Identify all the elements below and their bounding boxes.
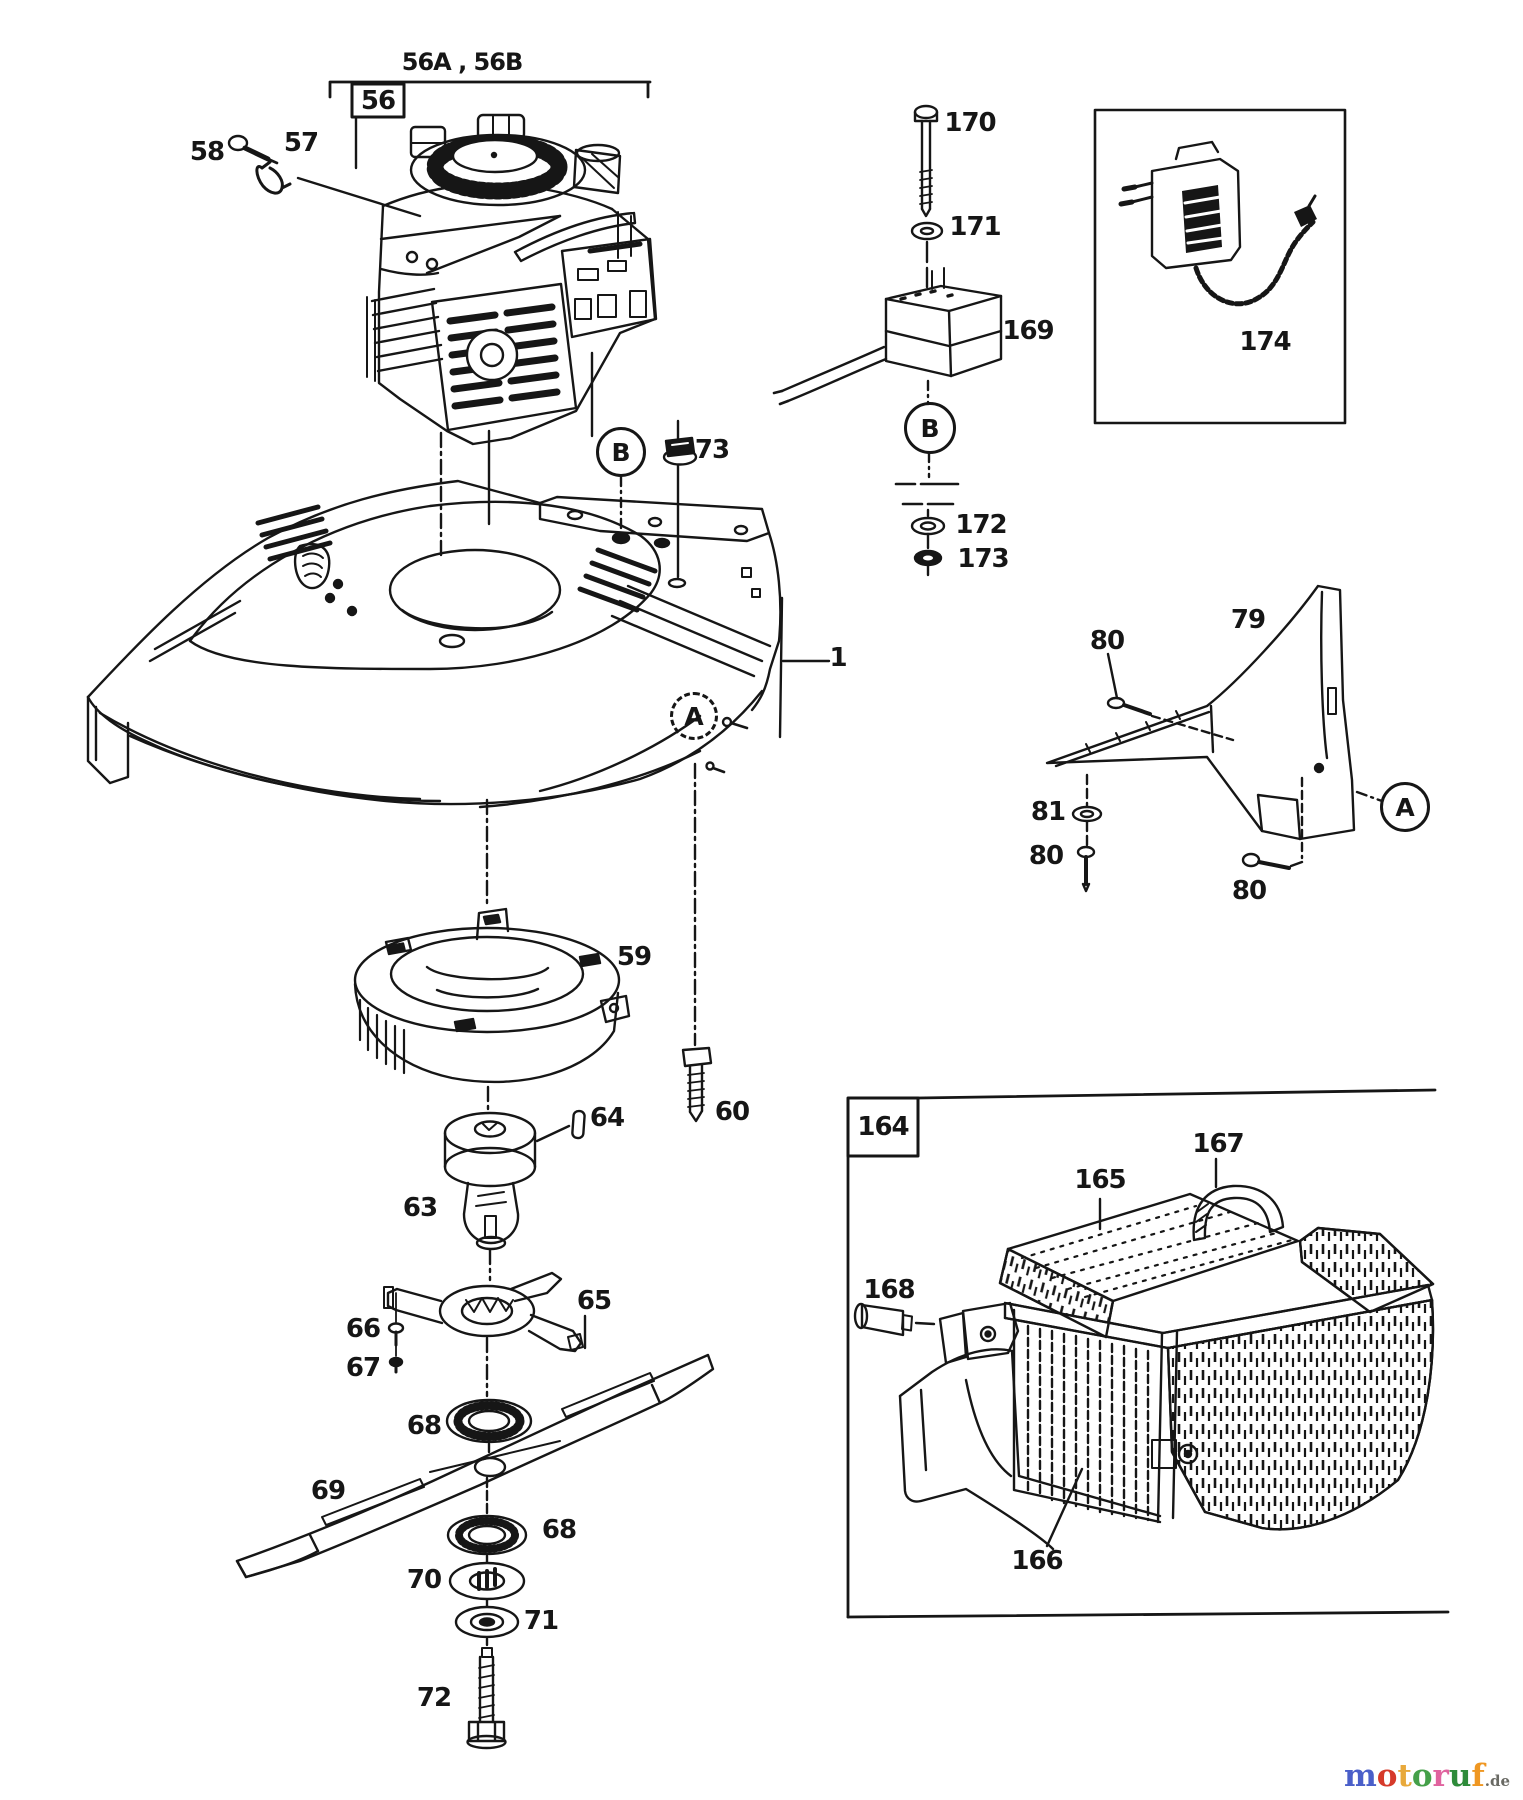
charger-box-174 [1093,108,1347,425]
watermark-letter: r [1432,1758,1449,1794]
catcher-group-box [846,1088,1450,1619]
engine-drawing [366,113,658,446]
watermark-letter: u [1448,1758,1472,1794]
watermark-logo: motoruf.de [1344,1758,1510,1794]
engine-group-bracket [328,80,652,170]
watermark-letter: m [1343,1758,1377,1794]
grass-catcher-drawing [853,1157,1435,1551]
watermark-letter: o [1376,1758,1398,1794]
watermark-word: motoruf [1344,1758,1485,1794]
blade-adaptor-63 [443,1085,586,1282]
engine-deck-centerlines [439,351,698,589]
deck-housing-drawing [86,479,831,809]
fan-housing-59 [353,762,713,1123]
watermark-letter: t [1397,1758,1412,1794]
watermark-letter: f [1471,1758,1485,1794]
blade-and-washers [235,1353,715,1750]
screw-58-clip-57 [227,134,422,218]
blade-carrier-65 [383,1271,587,1398]
deflector-assembly [1045,584,1384,893]
watermark-suffix: .de [1484,1772,1510,1790]
watermark-letter: o [1411,1758,1433,1794]
electric-start-stack [772,104,1003,577]
